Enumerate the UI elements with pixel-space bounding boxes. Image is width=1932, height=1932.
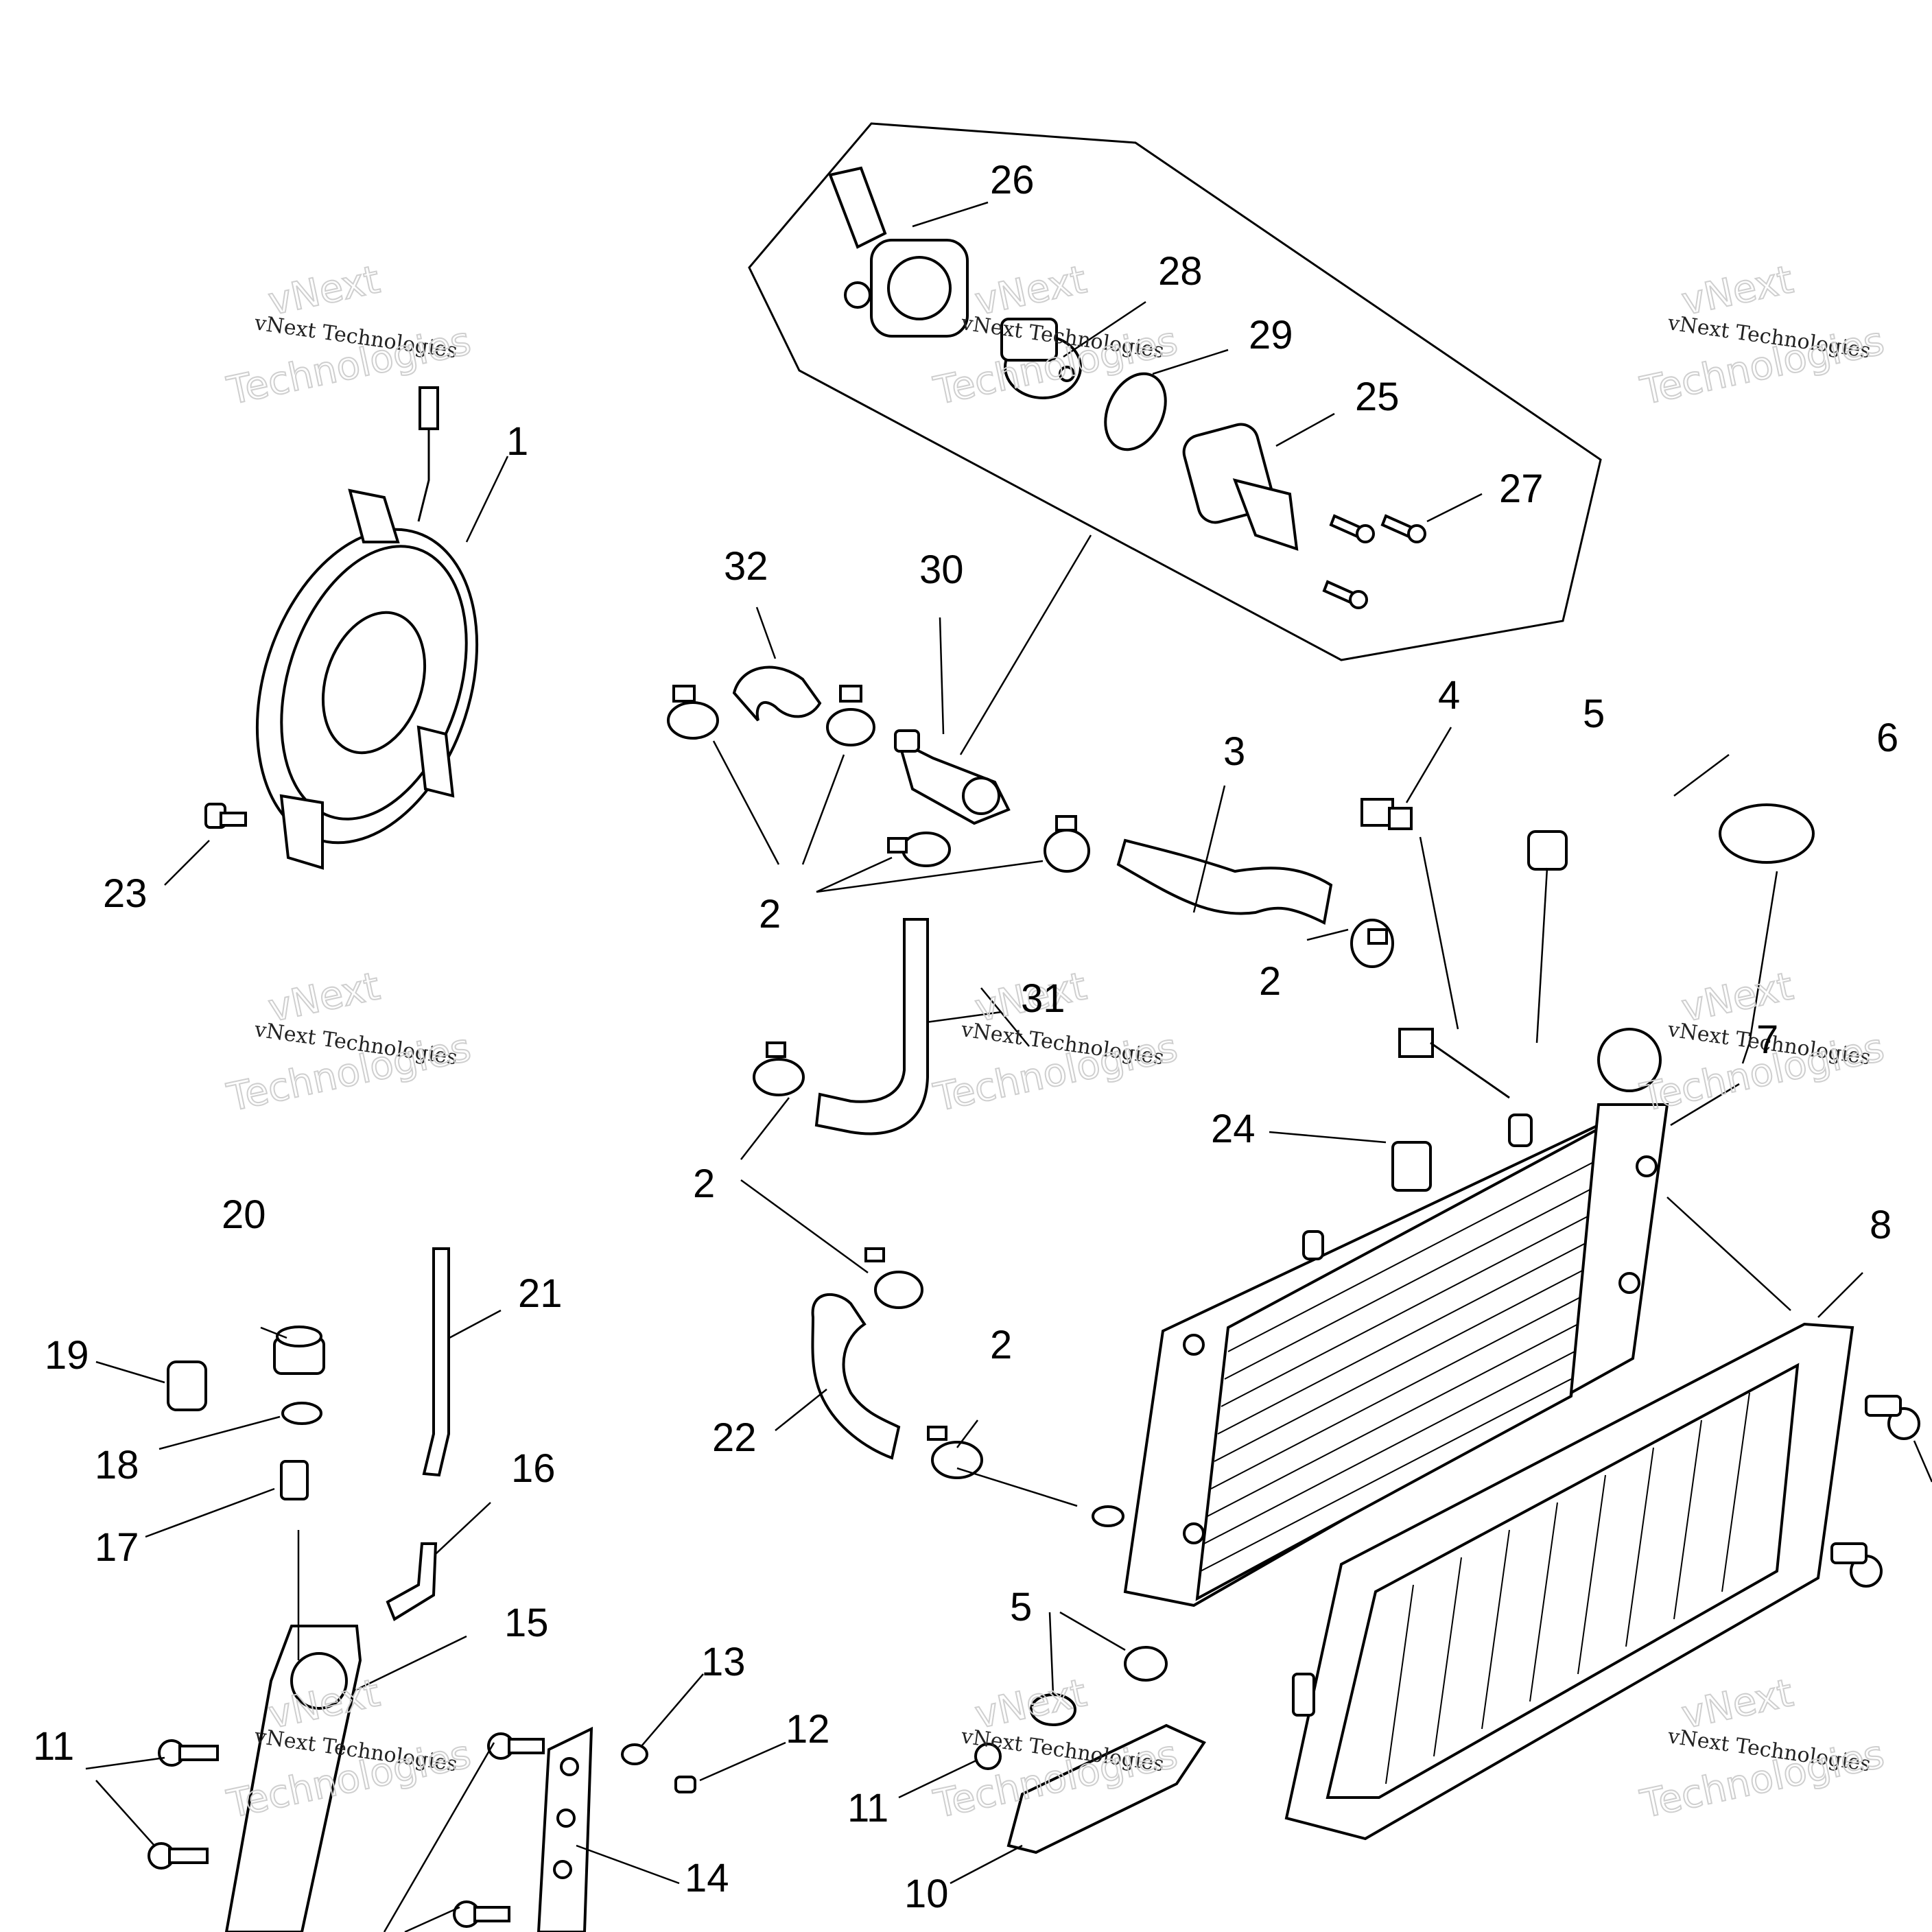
- callout-24: 24: [1211, 1107, 1256, 1151]
- callout-21: 21: [518, 1271, 563, 1316]
- part-lower-bracket: [1006, 1723, 1206, 1854]
- part-cooling-fan: [255, 386, 479, 870]
- part-thermostat: [1000, 318, 1082, 399]
- callout-1: 1: [506, 419, 528, 464]
- callout-numbers: 26 28 29 25 27 1 32 30 23 4 5 6 3 2 2 31…: [33, 158, 1898, 1916]
- callout-19: 19: [45, 1333, 89, 1378]
- part-thermostat-cover: [1182, 423, 1299, 551]
- part-reservoir-cap-19: [167, 1360, 207, 1411]
- callout-32: 32: [724, 544, 768, 589]
- callout-29: 29: [1249, 313, 1293, 357]
- part-washer: [621, 1743, 648, 1765]
- part-hose-22: [811, 1293, 901, 1460]
- callout-11-mid: 11: [847, 1786, 888, 1830]
- callout-3: 3: [1223, 729, 1245, 774]
- part-hose-3: [1116, 838, 1333, 925]
- callout-12: 12: [786, 1707, 830, 1752]
- callout-4: 4: [1438, 673, 1460, 718]
- part-bolts: [148, 1732, 1002, 1928]
- part-reservoir-cap-20: [273, 1326, 325, 1375]
- part-spacer: [674, 1776, 696, 1793]
- part-elbow-fitting: [386, 1542, 438, 1621]
- callout-16: 16: [511, 1446, 556, 1491]
- callout-23: 23: [103, 871, 148, 916]
- part-hose-connector: [894, 729, 1011, 825]
- part-radiator-cap: [1719, 803, 1815, 864]
- part-fan-bolt: [204, 803, 247, 829]
- part-screws: [1322, 514, 1426, 609]
- callout-30: 30: [919, 547, 964, 592]
- callout-5-upper: 5: [1583, 692, 1605, 736]
- callout-25: 25: [1355, 375, 1400, 419]
- callout-2-mid: 2: [693, 1162, 715, 1206]
- part-radiator-shroud: [1284, 1322, 1854, 1841]
- part-overflow-tube: [422, 1247, 450, 1477]
- part-mounting-bracket: [1391, 1141, 1432, 1192]
- part-radiator: [1092, 1028, 1669, 1607]
- part-coolant-reservoir: [224, 1625, 362, 1932]
- callout-2-lower: 2: [990, 1323, 1012, 1367]
- callout-13: 13: [701, 1640, 746, 1684]
- callout-7: 7: [1756, 1017, 1778, 1062]
- part-temperature-sensor: [1360, 798, 1413, 830]
- callout-31: 31: [1021, 976, 1065, 1021]
- part-o-ring: [1104, 372, 1167, 451]
- callout-2-group: 2: [759, 892, 781, 936]
- part-filler-neck: [280, 1460, 309, 1500]
- callout-26: 26: [990, 158, 1035, 202]
- callout-20: 20: [222, 1192, 266, 1237]
- part-hose-31: [814, 918, 929, 1135]
- thermostat-assembly-outline: [748, 122, 1602, 661]
- callout-6: 6: [1876, 716, 1898, 760]
- part-reservoir-bracket: [537, 1726, 593, 1932]
- callout-11-left: 11: [33, 1724, 74, 1769]
- callout-27: 27: [1499, 467, 1544, 511]
- callout-22: 22: [712, 1415, 757, 1460]
- part-hose-clamps: [667, 685, 1394, 1479]
- callout-8: 8: [1870, 1203, 1892, 1247]
- callout-17: 17: [95, 1525, 139, 1570]
- part-plug-upper: [1527, 830, 1568, 871]
- callout-18: 18: [95, 1443, 139, 1487]
- callout-14: 14: [685, 1856, 729, 1900]
- callout-5-lower: 5: [1010, 1585, 1032, 1629]
- part-shroud-screws: [1830, 1395, 1920, 1588]
- part-plug-lower: [1124, 1646, 1168, 1682]
- callout-15: 15: [504, 1601, 549, 1645]
- part-thermostat-housing: [828, 166, 969, 338]
- callout-2-right: 2: [1259, 959, 1281, 1004]
- callout-10: 10: [904, 1872, 949, 1916]
- part-gasket: [281, 1402, 322, 1425]
- leader-lines: [85, 201, 1932, 1932]
- callout-28: 28: [1158, 249, 1203, 294]
- part-hose-32: [732, 665, 822, 722]
